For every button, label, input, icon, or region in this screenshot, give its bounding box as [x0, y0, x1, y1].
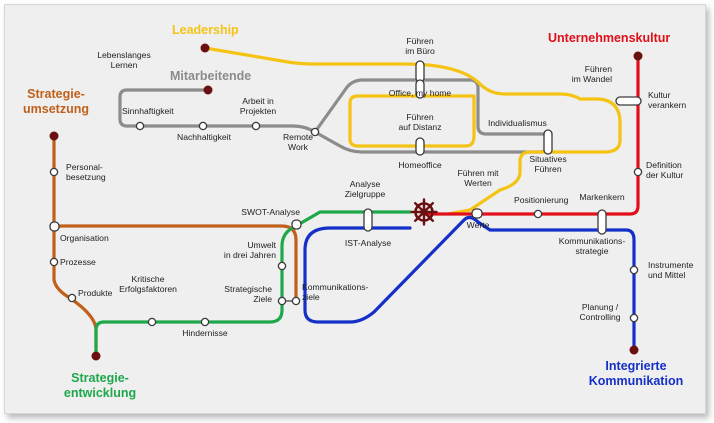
line-kommunikation [303, 215, 636, 352]
line-strategieentwicklung [94, 210, 412, 354]
transfer-swot[interactable] [291, 219, 302, 230]
label-homeoffice: Homeoffice [398, 160, 442, 170]
line-title-strategieumsetzung: Strategie-umsetzung [23, 87, 89, 116]
station-produkte[interactable] [67, 293, 77, 303]
line-title-leadership: Leadership [172, 23, 239, 37]
diagram-frame [4, 4, 706, 414]
station-arbeit[interactable] [251, 121, 261, 131]
terminal-kommunikation [629, 345, 639, 355]
label-positionierung: Positionierung [514, 195, 569, 205]
line-leadership [203, 46, 622, 216]
label-ist-analyse: IST-Analyse [345, 238, 392, 248]
label-personal: Personal-besetzung [66, 162, 106, 182]
station-planung[interactable] [629, 313, 639, 323]
line-title-unternehmenskultur: Unternehmenskultur [548, 31, 670, 45]
station-instrumente[interactable] [629, 265, 639, 275]
terminal-strategieumsetzung [49, 131, 59, 141]
station-strategische-ziele[interactable] [277, 296, 287, 306]
station-sinnhaftigkeit[interactable] [135, 121, 145, 131]
station-umwelt[interactable] [277, 261, 287, 271]
terminal-leadership [200, 43, 210, 53]
label-individualismus: Individualismus [488, 118, 547, 128]
terminal-strategieentwicklung [91, 351, 101, 361]
station-hindernisse[interactable] [200, 317, 210, 327]
label-nachhaltigkeit: Nachhaltigkeit [177, 132, 232, 142]
line-title-mitarbeitende: Mitarbeitende [170, 69, 251, 83]
line-unternehmenskultur [422, 54, 640, 216]
label-kommunikationsstrategie: Kommunikations-strategie [559, 236, 626, 256]
transfer-individualismus[interactable] [543, 129, 553, 155]
station-remote[interactable] [310, 127, 320, 137]
transfer-distanz-homeoffice[interactable] [415, 137, 425, 156]
terminal-unternehmenskultur [633, 51, 643, 61]
line-title-strategieentwicklung: Strategie-entwicklung [64, 371, 136, 400]
transfer-organisation[interactable] [49, 221, 60, 232]
label-markenkern: Markenkern [579, 192, 625, 202]
label-produkte: Produkte [78, 288, 113, 298]
label-sinnhaftigkeit: Sinnhaftigkeit [122, 106, 174, 116]
transfer-fuehren-buero[interactable] [415, 60, 425, 83]
label-organisation: Organisation [60, 233, 109, 243]
transfer-fuehren-wandel[interactable] [615, 96, 642, 106]
station-positionierung[interactable] [533, 209, 543, 219]
station-definition-kultur[interactable] [633, 167, 643, 177]
label-kommunikationsziele: Kommunikations-ziele [302, 282, 369, 302]
station-personal[interactable] [49, 167, 59, 177]
transfer-office-home[interactable] [415, 79, 425, 99]
ship-wheel-icon [410, 198, 438, 226]
station-nachhaltigkeit[interactable] [198, 121, 208, 131]
label-werte: Werte [467, 220, 490, 230]
label-swot: SWOT-Analyse [241, 207, 300, 217]
label-planung: Planung /Controlling [579, 302, 620, 322]
transfer-werte[interactable] [471, 208, 483, 219]
label-office-home: Office, my home [389, 88, 452, 98]
station-prozesse[interactable] [49, 257, 59, 267]
terminal-mitarbeitende [203, 85, 213, 95]
transfer-analyse-zielgruppe[interactable] [363, 208, 373, 232]
label-hindernisse: Hindernisse [182, 328, 228, 338]
label-prozesse: Prozesse [60, 257, 96, 267]
station-kritische[interactable] [147, 317, 157, 327]
station-kommunikationsziele[interactable] [291, 296, 301, 306]
transfer-markenkern[interactable] [597, 209, 607, 235]
